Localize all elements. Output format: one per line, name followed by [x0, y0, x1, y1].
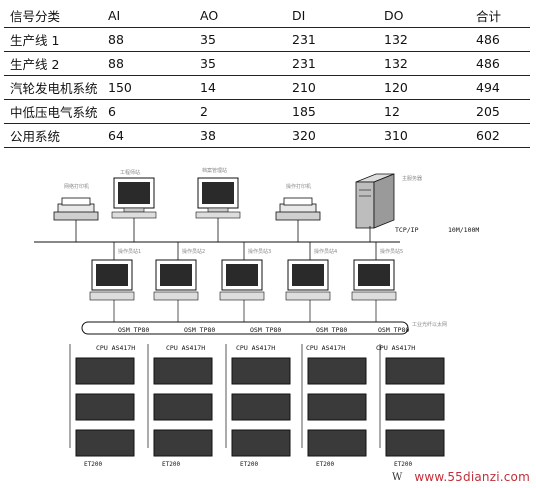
- monitor-icon: [351, 242, 397, 301]
- header-cell: DI: [284, 4, 376, 28]
- osm-label: OSM TP80: [118, 326, 149, 334]
- table-cell: 486: [468, 51, 530, 76]
- rack-column: [147, 344, 213, 457]
- table-cell: 132: [376, 51, 468, 76]
- osm-label: OSM TP80: [316, 326, 347, 334]
- table-cell: 120: [376, 75, 468, 100]
- printer2-label: 操作打印机: [286, 183, 311, 190]
- monitor-icon: [219, 242, 265, 301]
- et200-label: ET200: [316, 461, 334, 468]
- table-row: 汽轮发电机系统 150 14 210 120 494: [4, 75, 530, 100]
- cpu-label: CPU AS417H: [236, 344, 275, 352]
- header-cell: DO: [376, 4, 468, 28]
- network-speed-label: 10M/100M: [448, 226, 479, 234]
- fiber-ring: [81, 300, 409, 335]
- table-cell: 602: [468, 123, 530, 148]
- printer-icon: [53, 197, 99, 221]
- et200-label: ET200: [84, 461, 102, 468]
- table-cell: 231: [284, 27, 376, 52]
- table-row: 公用系统 64 38 320 310 602: [4, 123, 530, 148]
- table-cell: 35: [192, 51, 284, 76]
- table-cell: 生产线 2: [4, 51, 100, 76]
- engineer-label: 工程师站: [120, 169, 140, 176]
- table-cell: 88: [100, 51, 192, 76]
- table-cell: 150: [100, 75, 192, 100]
- cpu-label: CPU AS417H: [166, 344, 205, 352]
- header-cell: AO: [192, 4, 284, 28]
- table-cell: 14: [192, 75, 284, 100]
- ring-label: 工业光纤以太网: [412, 321, 447, 328]
- table-cell: 64: [100, 123, 192, 148]
- printer1-label: 网络打印机: [64, 183, 89, 190]
- table-cell: 公用系统: [4, 123, 100, 148]
- monitor-icon: [195, 177, 241, 219]
- table-cell: 205: [468, 99, 530, 124]
- watermark-site: www.55dianzi.com: [414, 470, 530, 484]
- table-cell: 38: [192, 123, 284, 148]
- table-row: 生产线 1 88 35 231 132 486: [4, 27, 530, 52]
- server-label: 主服务器: [402, 175, 422, 182]
- rack-column: [225, 344, 291, 457]
- rack-column: [379, 344, 445, 457]
- rack-column: [301, 344, 367, 457]
- operator-label: 操作员站1: [118, 248, 141, 255]
- table-cell: 88: [100, 27, 192, 52]
- table-cell: 231: [284, 51, 376, 76]
- monitor-icon: [285, 242, 331, 301]
- network-diagram: 网络打印机 工程师站 档案管理站 操作打印机 主服务器 TCP/IP 10M/1: [34, 167, 479, 468]
- table-cell: 310: [376, 123, 468, 148]
- rack-column: [69, 344, 135, 457]
- osm-label: OSM TP80: [184, 326, 215, 334]
- table-cell: 2: [192, 99, 284, 124]
- table-cell: 6: [100, 99, 192, 124]
- cpu-label: CPU AS417H: [96, 344, 135, 352]
- header-cell: 合计: [468, 4, 530, 28]
- table-cell: 185: [284, 99, 376, 124]
- osm-label: OSM TP80: [250, 326, 281, 334]
- table-header-row: 信号分类 AI AO DI DO 合计: [4, 4, 530, 28]
- table-cell: 汽轮发电机系统: [4, 75, 100, 100]
- table-cell: 494: [468, 75, 530, 100]
- et200-racks: [69, 344, 445, 457]
- header-cell: AI: [100, 4, 192, 28]
- table-row: 中低压电气系统 6 2 185 12 205: [4, 99, 530, 124]
- tcpip-bus: [34, 218, 400, 243]
- cpu-label: CPU AS417H: [376, 344, 415, 352]
- archive-label: 档案管理站: [202, 167, 227, 174]
- operator-stations: [89, 242, 397, 301]
- osm-label: OSM TP80: [378, 326, 409, 334]
- monitor-icon: [89, 242, 135, 301]
- operator-label: 操作员站2: [182, 248, 205, 255]
- table-cell: 中低压电气系统: [4, 99, 100, 124]
- monitor-icon: [153, 242, 199, 301]
- table-cell: 132: [376, 27, 468, 52]
- et200-label: ET200: [162, 461, 180, 468]
- et200-label: ET200: [394, 461, 412, 468]
- signal-table: 信号分类 AI AO DI DO 合计 生产线 1 88 35 231 132 …: [4, 4, 530, 148]
- server-icon: [355, 173, 395, 229]
- table-row: 生产线 2 88 35 231 132 486: [4, 51, 530, 76]
- table-cell: 35: [192, 27, 284, 52]
- watermark-w: W: [392, 472, 403, 483]
- table-cell: 320: [284, 123, 376, 148]
- header-cell: 信号分类: [4, 4, 100, 28]
- et200-label: ET200: [240, 461, 258, 468]
- cpu-label: CPU AS417H: [306, 344, 345, 352]
- monitor-icon: [111, 177, 157, 219]
- table-cell: 12: [376, 99, 468, 124]
- operator-label: 操作员站3: [248, 248, 271, 255]
- table-cell: 486: [468, 27, 530, 52]
- network-label: TCP/IP: [395, 226, 419, 234]
- printer-icon: [275, 197, 321, 221]
- table-cell: 生产线 1: [4, 27, 100, 52]
- table-cell: 210: [284, 75, 376, 100]
- signal-table-container: 信号分类 AI AO DI DO 合计 生产线 1 88 35 231 132 …: [4, 4, 530, 148]
- operator-label: 操作员站4: [314, 248, 337, 255]
- operator-label: 操作员站5: [380, 248, 403, 255]
